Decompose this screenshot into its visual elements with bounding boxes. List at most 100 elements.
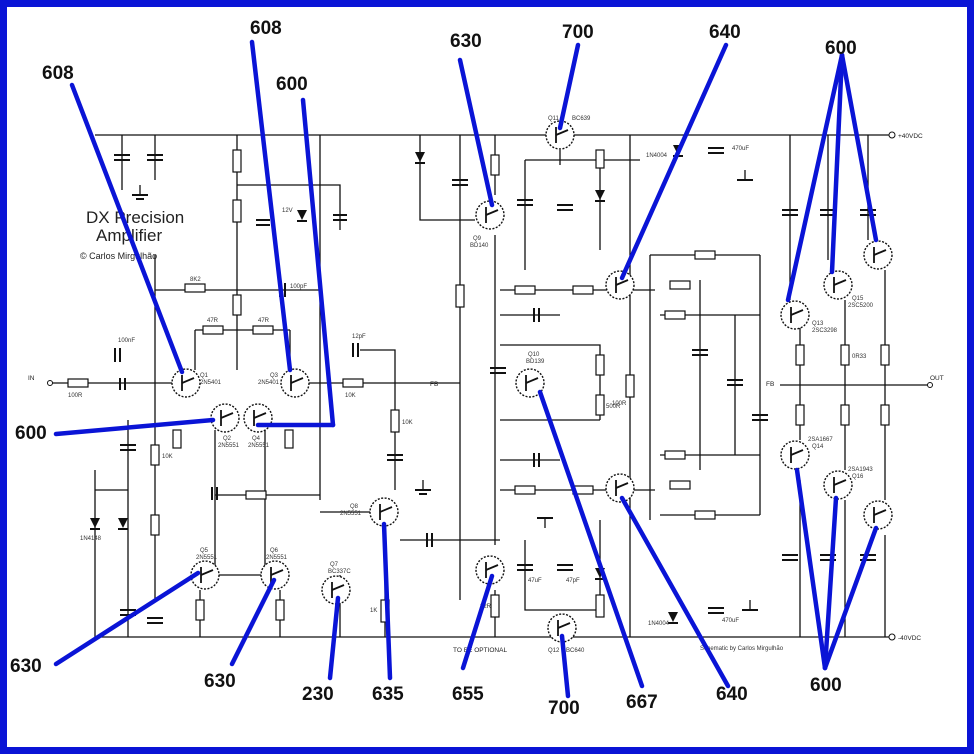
transistor-q10: Q10 BD139	[515, 352, 545, 398]
svg-text:BD140: BD140	[470, 243, 489, 249]
callout-667: 667	[626, 692, 658, 713]
diode-d2	[118, 518, 128, 528]
resistor-r28	[694, 250, 716, 260]
c3-label: 12pF	[352, 334, 366, 340]
svg-text:2N5401: 2N5401	[258, 380, 280, 386]
c16-label: 47uF	[528, 578, 542, 584]
resistor-r19	[490, 594, 500, 618]
svg-text:Q7: Q7	[330, 562, 339, 568]
callout-630-mid: 630	[204, 671, 236, 692]
positive-rail-label: +40VDC	[898, 133, 923, 140]
r18-label: 1K	[370, 608, 377, 614]
resistor-r11	[252, 325, 274, 335]
transistor-q-vas-low	[475, 555, 505, 585]
resistor-r34	[514, 285, 536, 295]
output-label: OUT	[930, 375, 944, 382]
c10-label: 100pF	[290, 284, 307, 290]
transistor-q-driver-bottom	[605, 473, 635, 503]
transistor-q9: Q9 BD140	[470, 200, 505, 249]
svg-text:Q13: Q13	[812, 321, 824, 327]
resistor-r17	[490, 154, 500, 176]
svg-text:2N5551: 2N5551	[340, 511, 362, 517]
callout-line-700-top	[557, 42, 581, 131]
resistor-r30	[664, 310, 686, 320]
resistor-r1	[150, 444, 160, 466]
optional-note: TO BE OPTIONAL	[453, 647, 507, 654]
resistor-r13	[284, 429, 294, 449]
diode-d1	[90, 518, 100, 528]
callout-230: 230	[302, 684, 334, 705]
svg-text:Q4: Q4	[252, 436, 261, 442]
diode-d3	[415, 152, 425, 162]
callout-600-bottomright: 600	[810, 675, 842, 696]
r3-label: 10K	[345, 393, 356, 399]
transistor-q12: Q12 BC640	[547, 613, 585, 654]
callout-line-600-r2	[829, 52, 845, 275]
callout-line-635	[381, 521, 393, 681]
resistor-r39	[840, 404, 850, 426]
svg-text:2SA1667: 2SA1667	[808, 437, 833, 443]
resistor-r5	[184, 283, 206, 293]
resistor-r7	[232, 149, 242, 173]
callout-lines	[53, 39, 879, 699]
footnote: Schematic by Carlos Mirgulhão	[700, 646, 784, 652]
callout-640-top: 640	[709, 22, 741, 43]
callout-line-600-b1	[794, 467, 828, 671]
callout-635: 635	[372, 684, 404, 705]
callout-600-top: 600	[276, 74, 308, 95]
callout-line-600-top	[300, 97, 336, 428]
svg-text:BD139: BD139	[526, 359, 545, 365]
resistor-r33	[664, 450, 686, 460]
feedback-label-right: FB	[766, 381, 774, 388]
callout-700-top: 700	[562, 22, 594, 43]
transistor-q17	[863, 240, 893, 270]
svg-text:2SC5200: 2SC5200	[848, 303, 874, 309]
r2-label: 100R	[68, 393, 83, 399]
grounds	[132, 170, 758, 611]
negative-terminal	[888, 633, 896, 641]
transistor-q5: Q5 2N5551	[190, 548, 220, 590]
transistor-q11: Q11 BC639	[545, 116, 591, 150]
svg-text:Q12: Q12	[548, 648, 560, 654]
transistor-q3: Q3 2N5401	[258, 368, 310, 398]
callout-608-left: 608	[42, 63, 74, 84]
resistor-r35	[795, 344, 805, 366]
c20-label: 470uF	[722, 618, 739, 624]
c1-label: 100nF	[118, 338, 135, 344]
transistor-q15: Q15 2SC5200	[823, 270, 874, 309]
resistor-r8	[232, 294, 242, 316]
callout-line-608-mid	[249, 39, 293, 373]
callout-630-top: 630	[450, 31, 482, 52]
resistor-r12	[172, 429, 182, 449]
resistor-r40	[880, 404, 890, 426]
input-label: IN	[28, 375, 35, 382]
d6-label: 1N4004	[648, 621, 670, 627]
callout-608-mid: 608	[250, 18, 282, 39]
diode-d4	[595, 190, 605, 200]
pot-label: 500R	[606, 404, 621, 410]
callout-line-600-b2	[822, 495, 839, 671]
resistor-r24	[390, 409, 400, 433]
callout-line-700-bottom	[559, 633, 571, 699]
callout-600-left: 600	[15, 423, 47, 444]
copyright: © Carlos Mirgulhão	[80, 251, 157, 261]
transistors: Q1 2N5401 Q3 2N5401 Q2 2N5551 Q4 2N5551 …	[171, 116, 893, 654]
callout-700-bottom: 700	[548, 698, 580, 719]
resistor-r21	[595, 149, 605, 169]
svg-text:Q2: Q2	[223, 436, 232, 442]
transistor-q1: Q1 2N5401	[171, 368, 222, 398]
negative-rail-label: -40VDC	[898, 635, 921, 642]
transistor-q6: Q6 2N5551	[260, 548, 290, 590]
zener-diode	[297, 210, 307, 220]
resistor-r6	[232, 199, 242, 223]
transistor-q14: Q14 2SA1667	[780, 437, 833, 470]
resistor-r20	[595, 354, 605, 376]
resistor-r23	[572, 285, 594, 295]
svg-text:BC337C: BC337C	[328, 569, 351, 575]
resistor-r22	[595, 594, 605, 618]
callout-line-600-left	[53, 417, 216, 437]
positive-terminal	[888, 131, 896, 139]
feedback-label-left: FB	[430, 381, 438, 388]
callout-line-600-b3	[822, 525, 879, 671]
